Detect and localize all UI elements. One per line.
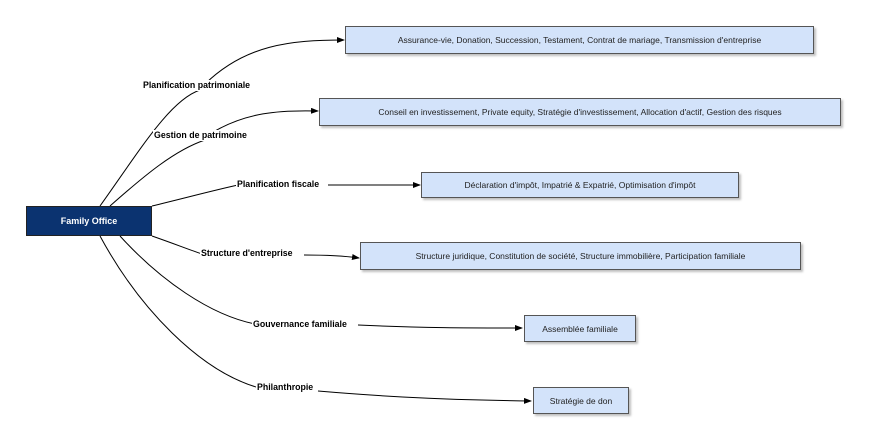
leaf-node-planification-patrimoniale[interactable]: Assurance-vie, Donation, Succession, Tes… (345, 26, 814, 54)
connector-branch-leaf-6 (317, 390, 532, 404)
leaf-node-structure-entreprise[interactable]: Structure juridique, Constitution de soc… (360, 242, 801, 270)
connector-root-planification-patrimoniale (99, 89, 201, 207)
connector-root-structure-entreprise (151, 235, 203, 255)
branch-label-structure-entreprise[interactable]: Structure d'entreprise (200, 248, 294, 259)
connector-root-gestion-patrimoine (109, 139, 206, 207)
branch-label-planification-fiscale[interactable]: Planification fiscale (236, 179, 321, 190)
branch-label-gouvernance-familiale[interactable]: Gouvernance familiale (252, 319, 348, 330)
connector-root-gouvernance (119, 235, 256, 325)
connector-root-philanthropie (99, 235, 257, 388)
branch-label-philanthropie[interactable]: Philanthropie (256, 382, 315, 393)
leaf-node-gestion-patrimoine[interactable]: Conseil en investissement, Private equit… (319, 98, 841, 126)
branch-label-gestion-patrimoine[interactable]: Gestion de patrimoine (153, 130, 248, 141)
root-node-family-office[interactable]: Family Office (26, 206, 152, 236)
connector-branch-leaf-2 (209, 107, 319, 135)
connector-branch-leaf-4 (303, 254, 360, 260)
connector-root-planification-fiscale (151, 184, 239, 207)
leaf-node-philanthropie[interactable]: Stratégie de don (533, 387, 629, 414)
leaf-node-planification-fiscale[interactable]: Déclaration d'impôt, Impatrié & Expatrié… (421, 172, 739, 198)
connector-branch-leaf-1 (204, 37, 345, 85)
branch-label-planification-patrimoniale[interactable]: Planification patrimoniale (142, 80, 252, 91)
connector-branch-leaf-5 (357, 324, 523, 331)
leaf-node-gouvernance-familiale[interactable]: Assemblée familiale (524, 315, 636, 342)
